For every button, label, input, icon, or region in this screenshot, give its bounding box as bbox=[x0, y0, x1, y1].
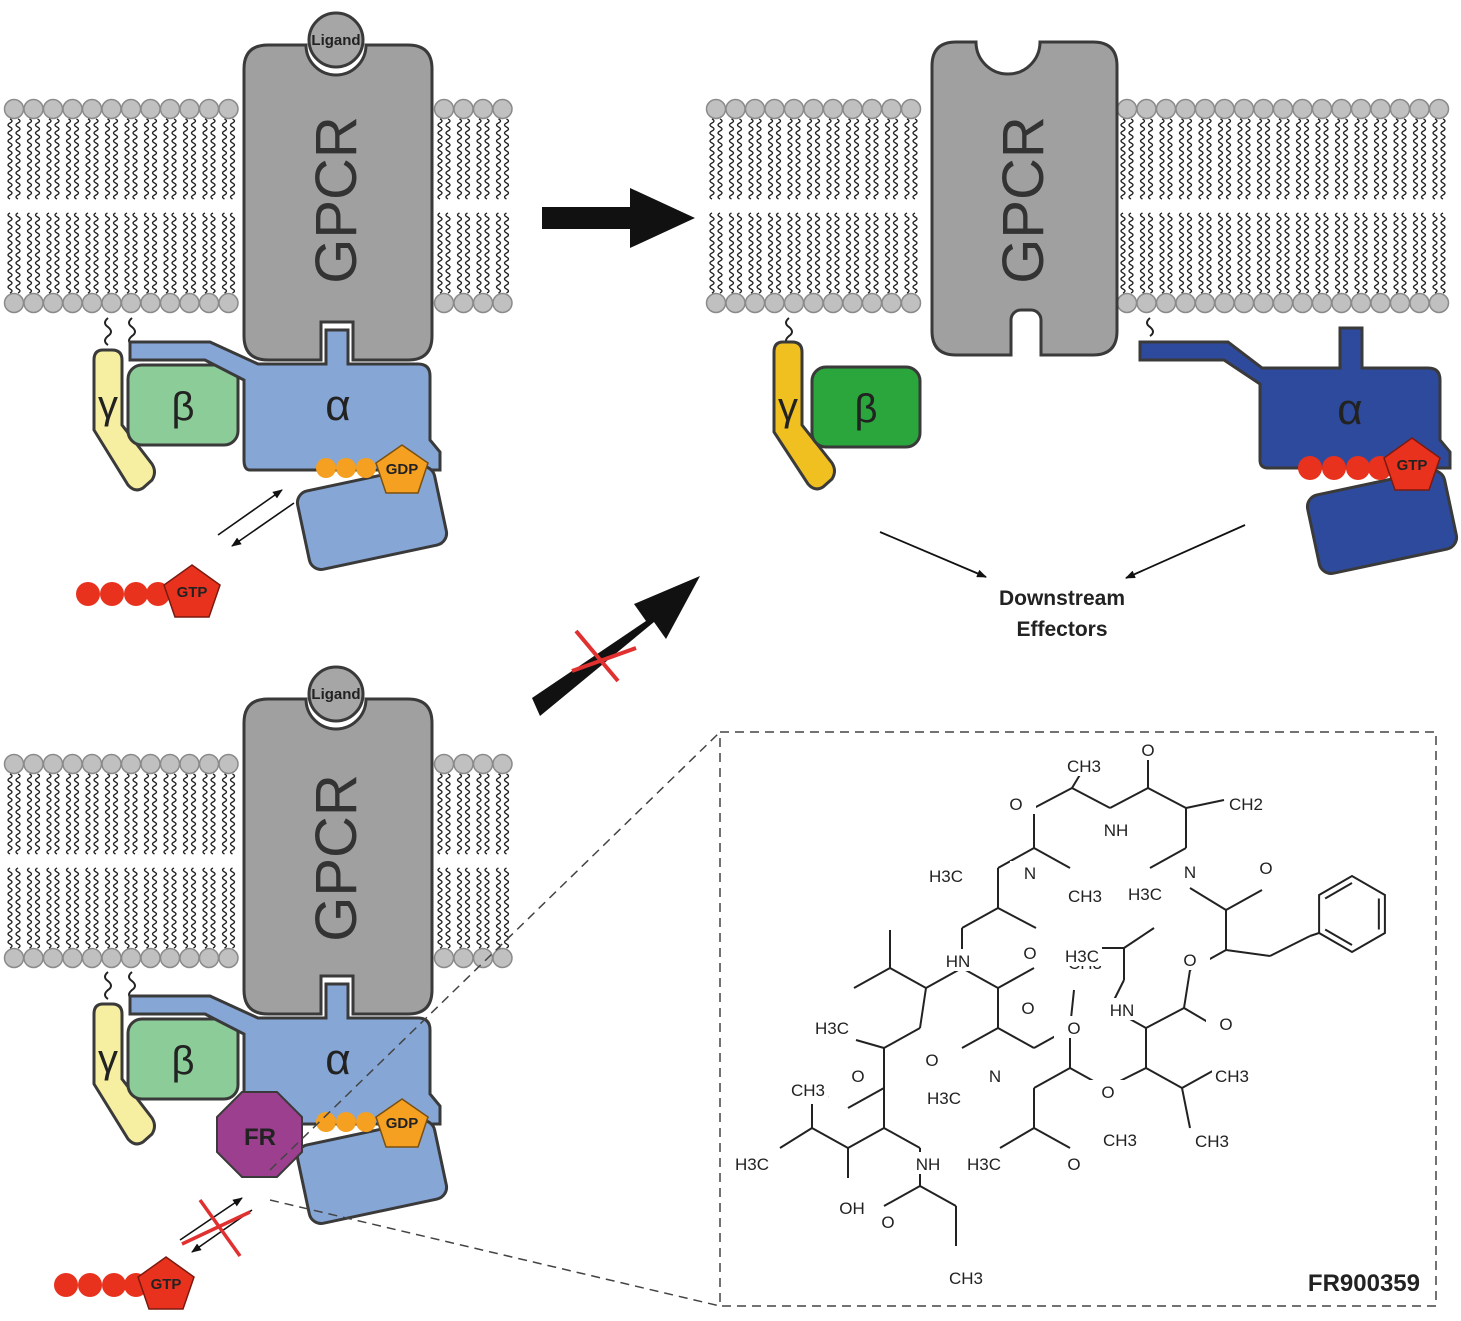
compound-name: FR900359 bbox=[1308, 1270, 1420, 1297]
atom-label: O bbox=[1259, 859, 1272, 878]
activation-arrow bbox=[542, 188, 695, 248]
atom-label: NH bbox=[916, 1155, 941, 1174]
beta-subunit-active bbox=[810, 365, 922, 449]
structure-inset: CH3OONHCH2NH3CCH3H3CNOHNOCH3H3COOHNOOH3C… bbox=[269, 731, 1437, 1307]
atom-label: O bbox=[1183, 951, 1196, 970]
gtp-label-free-top: GTP bbox=[177, 584, 208, 601]
atom-label: H3C bbox=[927, 1089, 961, 1108]
gamma-subunit-top bbox=[92, 348, 156, 492]
alpha-label-active: α bbox=[1337, 385, 1362, 434]
gdp-bound-bottom: GDP bbox=[316, 1098, 429, 1148]
atom-label: H3C bbox=[967, 1155, 1001, 1174]
inhibited-complex: Ligand GPCR γ β α GDP FR bbox=[54, 665, 449, 1310]
ligand-label-top: Ligand bbox=[311, 32, 360, 49]
blocked-activation-arrow bbox=[532, 576, 700, 716]
free-gtp-bottom: GTP bbox=[54, 1256, 195, 1310]
atom-label: H3C bbox=[735, 1155, 769, 1174]
gpcr-receptor-top-right bbox=[930, 40, 1119, 357]
gpcr-label-bottom: GPCR bbox=[304, 774, 369, 942]
gdp-bound-top: GDP bbox=[316, 444, 429, 494]
inactive-complex-top: Ligand GPCR γ β α GDP GTP bbox=[76, 11, 449, 618]
alpha-helical-domain-top bbox=[295, 465, 449, 571]
atom-label: CH3 bbox=[1068, 887, 1102, 906]
gdp-label-top: GDP bbox=[386, 461, 419, 478]
gpcr-receptor-bottom bbox=[242, 697, 434, 1016]
atom-label: O bbox=[851, 1067, 864, 1086]
gpcr-label-top-left: GPCR bbox=[304, 116, 369, 284]
molecule-bonds bbox=[779, 758, 1386, 1246]
downstream-label: Downstream bbox=[999, 587, 1125, 610]
atom-label: CH3 bbox=[1195, 1132, 1229, 1151]
free-gtp-top: GTP bbox=[76, 564, 221, 618]
atom-label: O bbox=[1141, 741, 1154, 760]
atom-label: N bbox=[1184, 863, 1196, 882]
gtp-label-active: GTP bbox=[1397, 457, 1428, 474]
gpcr-receptor-top-left bbox=[242, 43, 434, 362]
gtp-label-free-bottom: GTP bbox=[151, 1276, 182, 1293]
alpha-subunit-active bbox=[1138, 326, 1452, 470]
gamma-label-active: γ bbox=[778, 385, 798, 429]
gamma-label-bottom: γ bbox=[98, 1037, 118, 1081]
atom-label: OH bbox=[839, 1199, 865, 1218]
atom-label: N bbox=[989, 1067, 1001, 1086]
ligand-label-bottom: Ligand bbox=[311, 686, 360, 703]
alpha-helical-domain-active bbox=[1305, 469, 1459, 575]
atom-label: H3C bbox=[815, 1019, 849, 1038]
ligand-bottom bbox=[307, 665, 365, 723]
effectors-label: Effectors bbox=[1016, 618, 1107, 641]
atom-label: O bbox=[1023, 944, 1036, 963]
beta-label-bottom: β bbox=[171, 1039, 194, 1083]
atom-label: O bbox=[925, 1051, 938, 1070]
fr-inhibitor bbox=[216, 1091, 303, 1178]
blocked-exchange-arrows bbox=[179, 1197, 253, 1258]
atom-label: O bbox=[1009, 795, 1022, 814]
beta-label-active: β bbox=[854, 387, 877, 431]
alpha-label-top: α bbox=[325, 381, 350, 430]
atom-label: H3C bbox=[1128, 885, 1162, 904]
gtp-bound-active: GTP bbox=[1298, 437, 1441, 491]
atom-label: O bbox=[1067, 1155, 1080, 1174]
atom-label: O bbox=[1101, 1083, 1114, 1102]
atom-label: HN bbox=[946, 952, 971, 971]
atom-label: CH3 bbox=[791, 1081, 825, 1100]
atom-label: H3C bbox=[1065, 947, 1099, 966]
beta-subunit-bottom bbox=[126, 1017, 240, 1101]
fr-label: FR bbox=[244, 1124, 276, 1151]
atom-label: NH bbox=[1104, 821, 1129, 840]
ligand-top bbox=[307, 11, 365, 69]
atom-label: HN bbox=[1110, 1001, 1135, 1020]
atom-label: CH3 bbox=[1103, 1131, 1137, 1150]
gamma-subunit-bottom bbox=[92, 1002, 156, 1146]
atom-label: CH3 bbox=[1215, 1067, 1249, 1086]
atom-label: O bbox=[1067, 1019, 1080, 1038]
atom-label: H3C bbox=[929, 867, 963, 886]
molecule-atom-labels: CH3OONHCH2NH3CCH3H3CNOHNOCH3H3COOHNOOH3C… bbox=[732, 738, 1286, 1288]
beta-label-top: β bbox=[171, 385, 194, 429]
atom-label: CH2 bbox=[1229, 795, 1263, 814]
atom-label: O bbox=[881, 1213, 894, 1232]
gamma-subunit-active bbox=[772, 340, 836, 491]
atom-label: O bbox=[1021, 999, 1034, 1018]
atom-label: CH3 bbox=[1067, 757, 1101, 776]
active-complex: GPCR γ β α GTP Downstream Effectors bbox=[772, 40, 1459, 641]
gamma-label-top: γ bbox=[98, 383, 118, 427]
gpcr-label-top-right: GPCR bbox=[991, 116, 1056, 284]
atom-label: O bbox=[1219, 1015, 1232, 1034]
atom-label: CH3 bbox=[949, 1269, 983, 1288]
alpha-helical-domain-bottom bbox=[295, 1119, 449, 1225]
beta-subunit-top bbox=[126, 363, 240, 447]
atom-label: N bbox=[1024, 864, 1036, 883]
alpha-subunit-top bbox=[128, 328, 442, 472]
alpha-label-bottom: α bbox=[325, 1035, 350, 1084]
lipid-bilayers bbox=[3, 98, 1450, 969]
gdp-label-bottom: GDP bbox=[386, 1115, 419, 1132]
